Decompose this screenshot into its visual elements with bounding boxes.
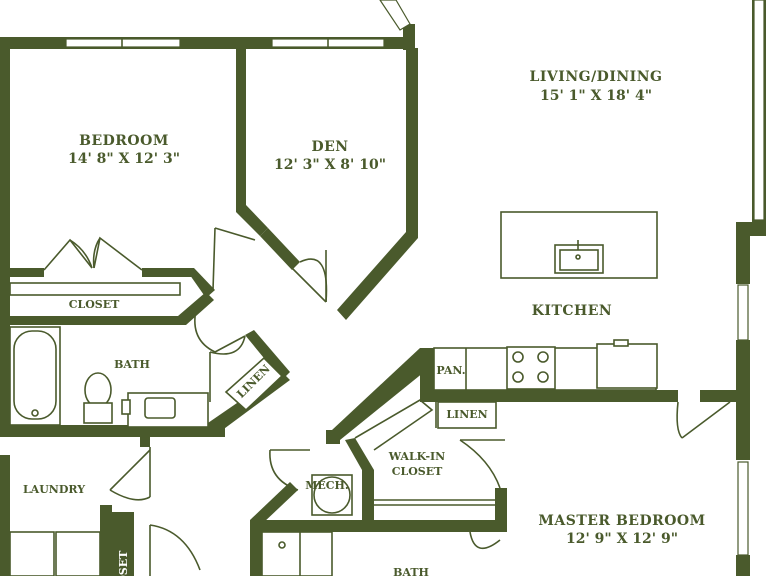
bedroom-dims: 14' 8" X 12' 3" (68, 151, 180, 167)
labels: LIVING/DINING 15' 1" X 18' 4" BEDROOM 14… (23, 69, 705, 576)
master-bedroom-dims: 12' 9" X 12' 9" (566, 531, 678, 547)
laundry-label: LAUNDRY (23, 483, 85, 496)
den-label: DEN (311, 139, 348, 155)
toilet (83, 372, 113, 424)
den-dims: 12' 3" X 8' 10" (274, 157, 386, 173)
linen2-label: LINEN (446, 408, 487, 421)
fridge (596, 343, 658, 389)
living-dining-label: LIVING/DINING (530, 69, 663, 85)
walk-in-closet-label-2: CLOSET (392, 465, 443, 478)
kitchen-label: KITCHEN (532, 303, 612, 319)
bedroom-label: BEDROOM (79, 133, 169, 149)
closet-label: CLOSET (69, 298, 120, 311)
bath-label: BATH (114, 358, 150, 371)
master-bedroom-label: MASTER BEDROOM (538, 513, 705, 529)
dryer (55, 531, 101, 576)
pantry-label: PAN. (436, 364, 465, 377)
living-dining-dims: 15' 1" X 18' 4" (540, 88, 652, 104)
closet2-label: CLOSET (117, 550, 130, 576)
walk-in-closet-label-1: WALK-IN (388, 450, 445, 463)
windows (65, 0, 765, 556)
doors (43, 227, 731, 576)
mech-label: MECH. (305, 479, 349, 492)
fixtures (9, 211, 658, 576)
washer (9, 531, 55, 576)
bath2-label: BATH (393, 566, 429, 576)
